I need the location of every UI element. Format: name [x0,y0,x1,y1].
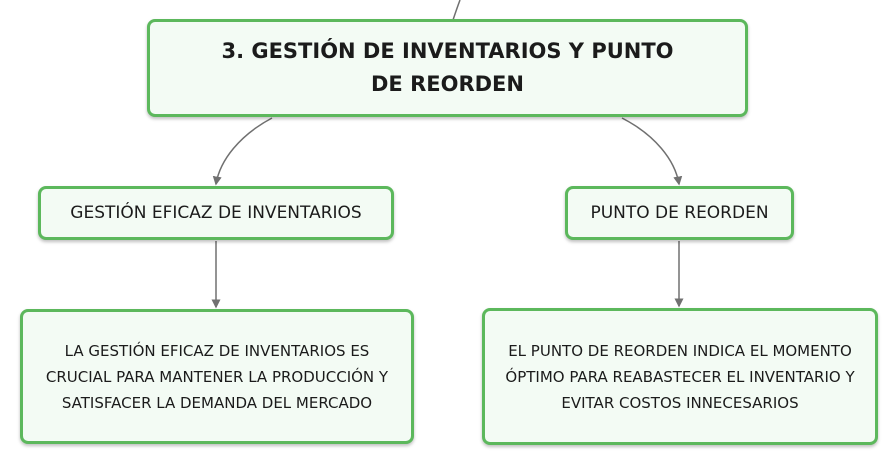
detail-node-gestion-eficaz[interactable]: LA GESTIÓN EFICAZ DE INVENTARIOS ES CRUC… [20,309,414,444]
detail-text-punto-reorden: EL PUNTO DE REORDEN INDICA EL MOMENTO ÓP… [505,341,855,412]
detail-text-gestion-eficaz: LA GESTIÓN EFICAZ DE INVENTARIOS ES CRUC… [45,341,389,412]
branch-label-punto-reorden: PUNTO DE REORDEN [590,203,769,223]
connector-root-to-right [621,117,683,186]
root-topic-label: 3. GESTIÓN DE INVENTARIOS Y PUNTO DE REO… [221,39,674,96]
root-topic-node[interactable]: 3. GESTIÓN DE INVENTARIOS Y PUNTO DE REO… [147,19,748,117]
branch-node-gestion-eficaz[interactable]: GESTIÓN EFICAZ DE INVENTARIOS [38,186,394,240]
branch-label-gestion-eficaz: GESTIÓN EFICAZ DE INVENTARIOS [70,203,362,223]
branch-node-punto-reorden[interactable]: PUNTO DE REORDEN [565,186,794,240]
connector-incoming [452,0,461,21]
detail-node-punto-reorden[interactable]: EL PUNTO DE REORDEN INDICA EL MOMENTO ÓP… [482,308,878,445]
connector-root-to-left [212,117,273,186]
